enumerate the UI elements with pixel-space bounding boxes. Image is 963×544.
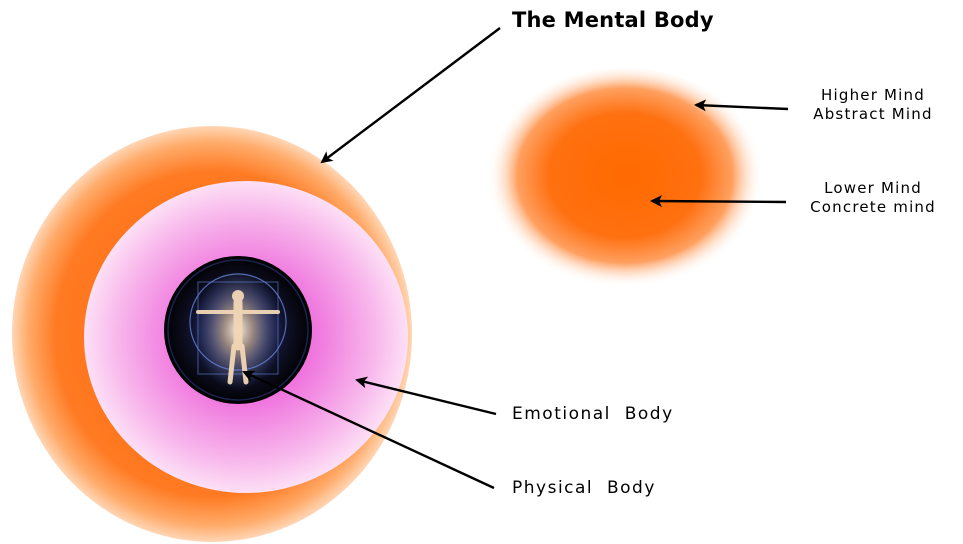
higher-mind-line-2: Abstract Mind (788, 105, 958, 124)
lower-mind-line-1: Lower Mind (788, 179, 958, 198)
lower-mind-label: Lower Mind Concrete mind (788, 179, 958, 217)
physical-body-label: Physical Body (512, 478, 656, 498)
diagram-title: The Mental Body (512, 8, 714, 32)
lower-mind-line-2: Concrete mind (788, 198, 958, 217)
higher-mind-label: Higher Mind Abstract Mind (788, 86, 958, 124)
mind-aura (487, 68, 763, 292)
higher-mind-line-1: Higher Mind (788, 86, 958, 105)
lower-mind-arrow (652, 201, 786, 202)
mental-body-arrow (322, 28, 500, 162)
emotional-body-label: Emotional Body (512, 404, 674, 424)
